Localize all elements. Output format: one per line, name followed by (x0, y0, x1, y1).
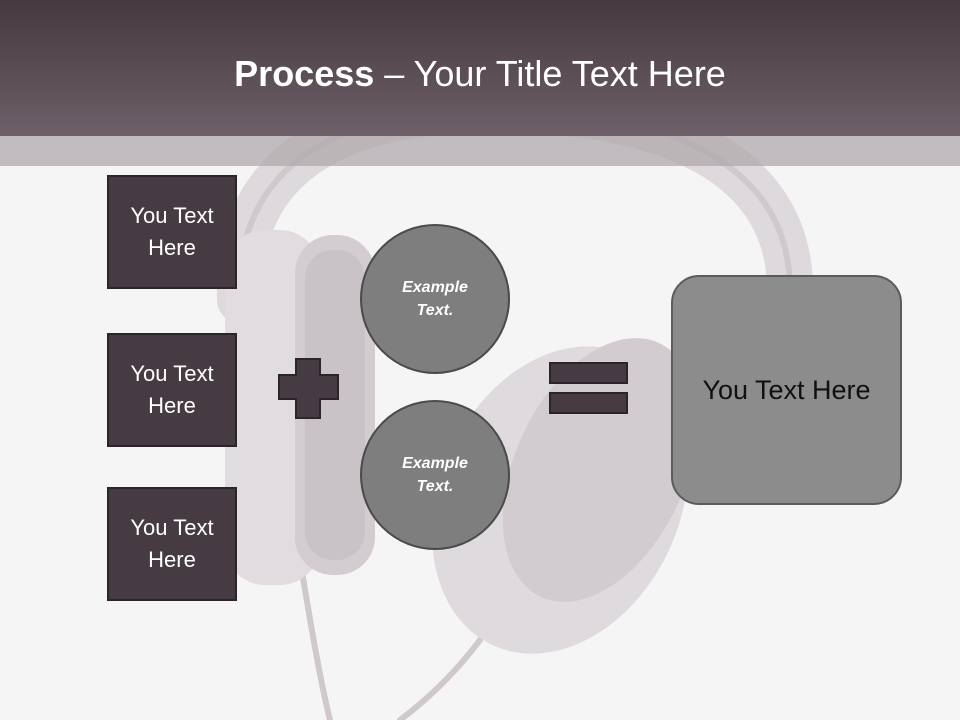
input-box-3[interactable]: You Text Here (107, 487, 237, 601)
title-bar: Process – Your Title Text Here (0, 0, 960, 136)
result-box[interactable]: You Text Here (671, 275, 902, 505)
title-rest: – Your Title Text Here (374, 53, 726, 94)
title-bold: Process (234, 53, 375, 94)
input-box-label: You Text Here (130, 515, 214, 572)
input-box-1[interactable]: You Text Here (107, 175, 237, 289)
title-underband (0, 136, 960, 166)
input-box-label: You Text Here (130, 203, 214, 260)
circle-label: Example Text. (402, 455, 468, 495)
circle-label: Example Text. (402, 279, 468, 319)
input-box-label: You Text Here (130, 361, 214, 418)
result-label: You Text Here (702, 375, 871, 405)
slide-title: Process – Your Title Text Here (0, 52, 960, 96)
example-circle-1[interactable]: Example Text. (360, 224, 510, 374)
input-box-2[interactable]: You Text Here (107, 333, 237, 447)
example-circle-2[interactable]: Example Text. (360, 400, 510, 550)
